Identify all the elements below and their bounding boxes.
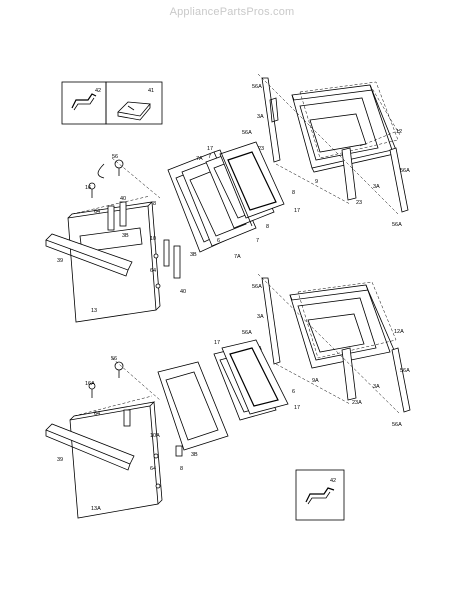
callout-9: 9	[315, 179, 318, 185]
callout-10A: 10A	[150, 433, 160, 439]
callout-64: 64	[150, 466, 156, 472]
callout-42-bottom: 42	[330, 478, 336, 484]
upper-gasket-outline	[299, 81, 399, 159]
callout-17: 17	[294, 405, 300, 411]
callout-3A: 3A	[373, 384, 380, 390]
upper-door-handle-39[interactable]	[45, 233, 133, 277]
callout-13: 13	[91, 308, 97, 314]
lower-door-handle-39[interactable]	[45, 423, 135, 471]
inset-part-42[interactable]: 42	[61, 81, 107, 125]
callout-23: 23	[258, 146, 264, 152]
callout-56: 56	[111, 356, 117, 362]
callout-8: 8	[266, 224, 269, 230]
watermark: AppliancePartsPros.com	[169, 6, 295, 18]
lower-hinge-left[interactable]	[261, 277, 281, 365]
upper-glass-pane-17[interactable]	[219, 141, 285, 219]
assembly-line	[257, 73, 399, 215]
callout-16A: 16A	[85, 381, 95, 387]
upper-hinge-brackets[interactable]	[107, 201, 181, 279]
callout-56A: 56A	[400, 168, 410, 174]
callout-7A: 7A	[196, 156, 203, 162]
inset-part-41[interactable]: 41	[105, 81, 163, 125]
callout-40: 40	[180, 289, 186, 295]
lower-hinge-right[interactable]	[341, 347, 411, 413]
lower-screws[interactable]	[88, 361, 161, 489]
callout-17: 17	[207, 146, 213, 152]
callout-64: 64	[150, 268, 156, 274]
assembly-line	[71, 195, 151, 215]
callout-64: 64	[94, 209, 100, 215]
callout-56A: 56A	[242, 130, 252, 136]
callout-12A: 12A	[394, 329, 404, 335]
assembly-line	[257, 273, 401, 415]
callout-17: 17	[214, 340, 220, 346]
callout-6: 6	[292, 389, 295, 395]
callout-3B: 3B	[190, 252, 197, 258]
upper-hinge-right[interactable]	[341, 147, 409, 213]
callout-39: 39	[57, 258, 63, 264]
callout-56: 56	[112, 154, 118, 160]
callout-7A: 7A	[234, 254, 241, 260]
assembly-line	[73, 395, 153, 417]
callout-3A: 3A	[257, 114, 264, 120]
lower-hinge-brackets[interactable]	[123, 409, 183, 457]
callout-8: 8	[292, 190, 295, 196]
assembly-line	[275, 363, 351, 405]
lower-inner-door-panel[interactable]	[289, 284, 395, 369]
callout-16: 16	[85, 185, 91, 191]
lower-glass-pane-17[interactable]	[221, 339, 289, 415]
upper-hinge-left[interactable]	[261, 77, 281, 163]
callout-56A: 56A	[252, 84, 262, 90]
callout-12: 12	[396, 129, 402, 135]
callout-7: 7	[208, 154, 211, 160]
lower-gasket-outline	[297, 281, 397, 359]
callout-3A: 3A	[257, 314, 264, 320]
callout-17: 17	[294, 208, 300, 214]
callout-9A: 9A	[312, 378, 319, 384]
callout-13A: 13A	[91, 506, 101, 512]
callout-56A: 56A	[392, 422, 402, 428]
callout-40: 40	[120, 196, 126, 202]
callout-7: 7	[256, 238, 259, 244]
assembly-line	[111, 357, 161, 401]
callout-23A: 23A	[352, 400, 362, 406]
callout-6: 6	[217, 238, 220, 244]
callout-23: 23	[356, 200, 362, 206]
callout-56A: 56A	[252, 284, 262, 290]
callout-3B: 3B	[191, 452, 198, 458]
lower-outer-door-13A[interactable]	[69, 401, 163, 519]
callout-3A: 3A	[373, 184, 380, 190]
callout-8: 8	[153, 201, 156, 207]
callout-8: 8	[180, 466, 183, 472]
callout-3B: 3B	[122, 233, 129, 239]
callout-39: 39	[57, 457, 63, 463]
upper-frame-edge	[213, 149, 253, 227]
assembly-line	[275, 163, 351, 205]
callout-56A: 56A	[400, 368, 410, 374]
callout-41: 41	[148, 88, 154, 94]
callout-56A: 56A	[392, 222, 402, 228]
inset-part-42-bottom[interactable]: 42	[295, 469, 345, 521]
assembly-line	[359, 129, 401, 147]
lower-glass-frame-8[interactable]	[157, 361, 229, 451]
screw-bracket	[97, 163, 105, 179]
callout-10: 10	[150, 236, 156, 242]
callout-56A: 56A	[242, 330, 252, 336]
callout-64: 64	[94, 411, 100, 417]
assembly-line	[111, 157, 161, 199]
callout-42-top: 42	[95, 88, 101, 94]
